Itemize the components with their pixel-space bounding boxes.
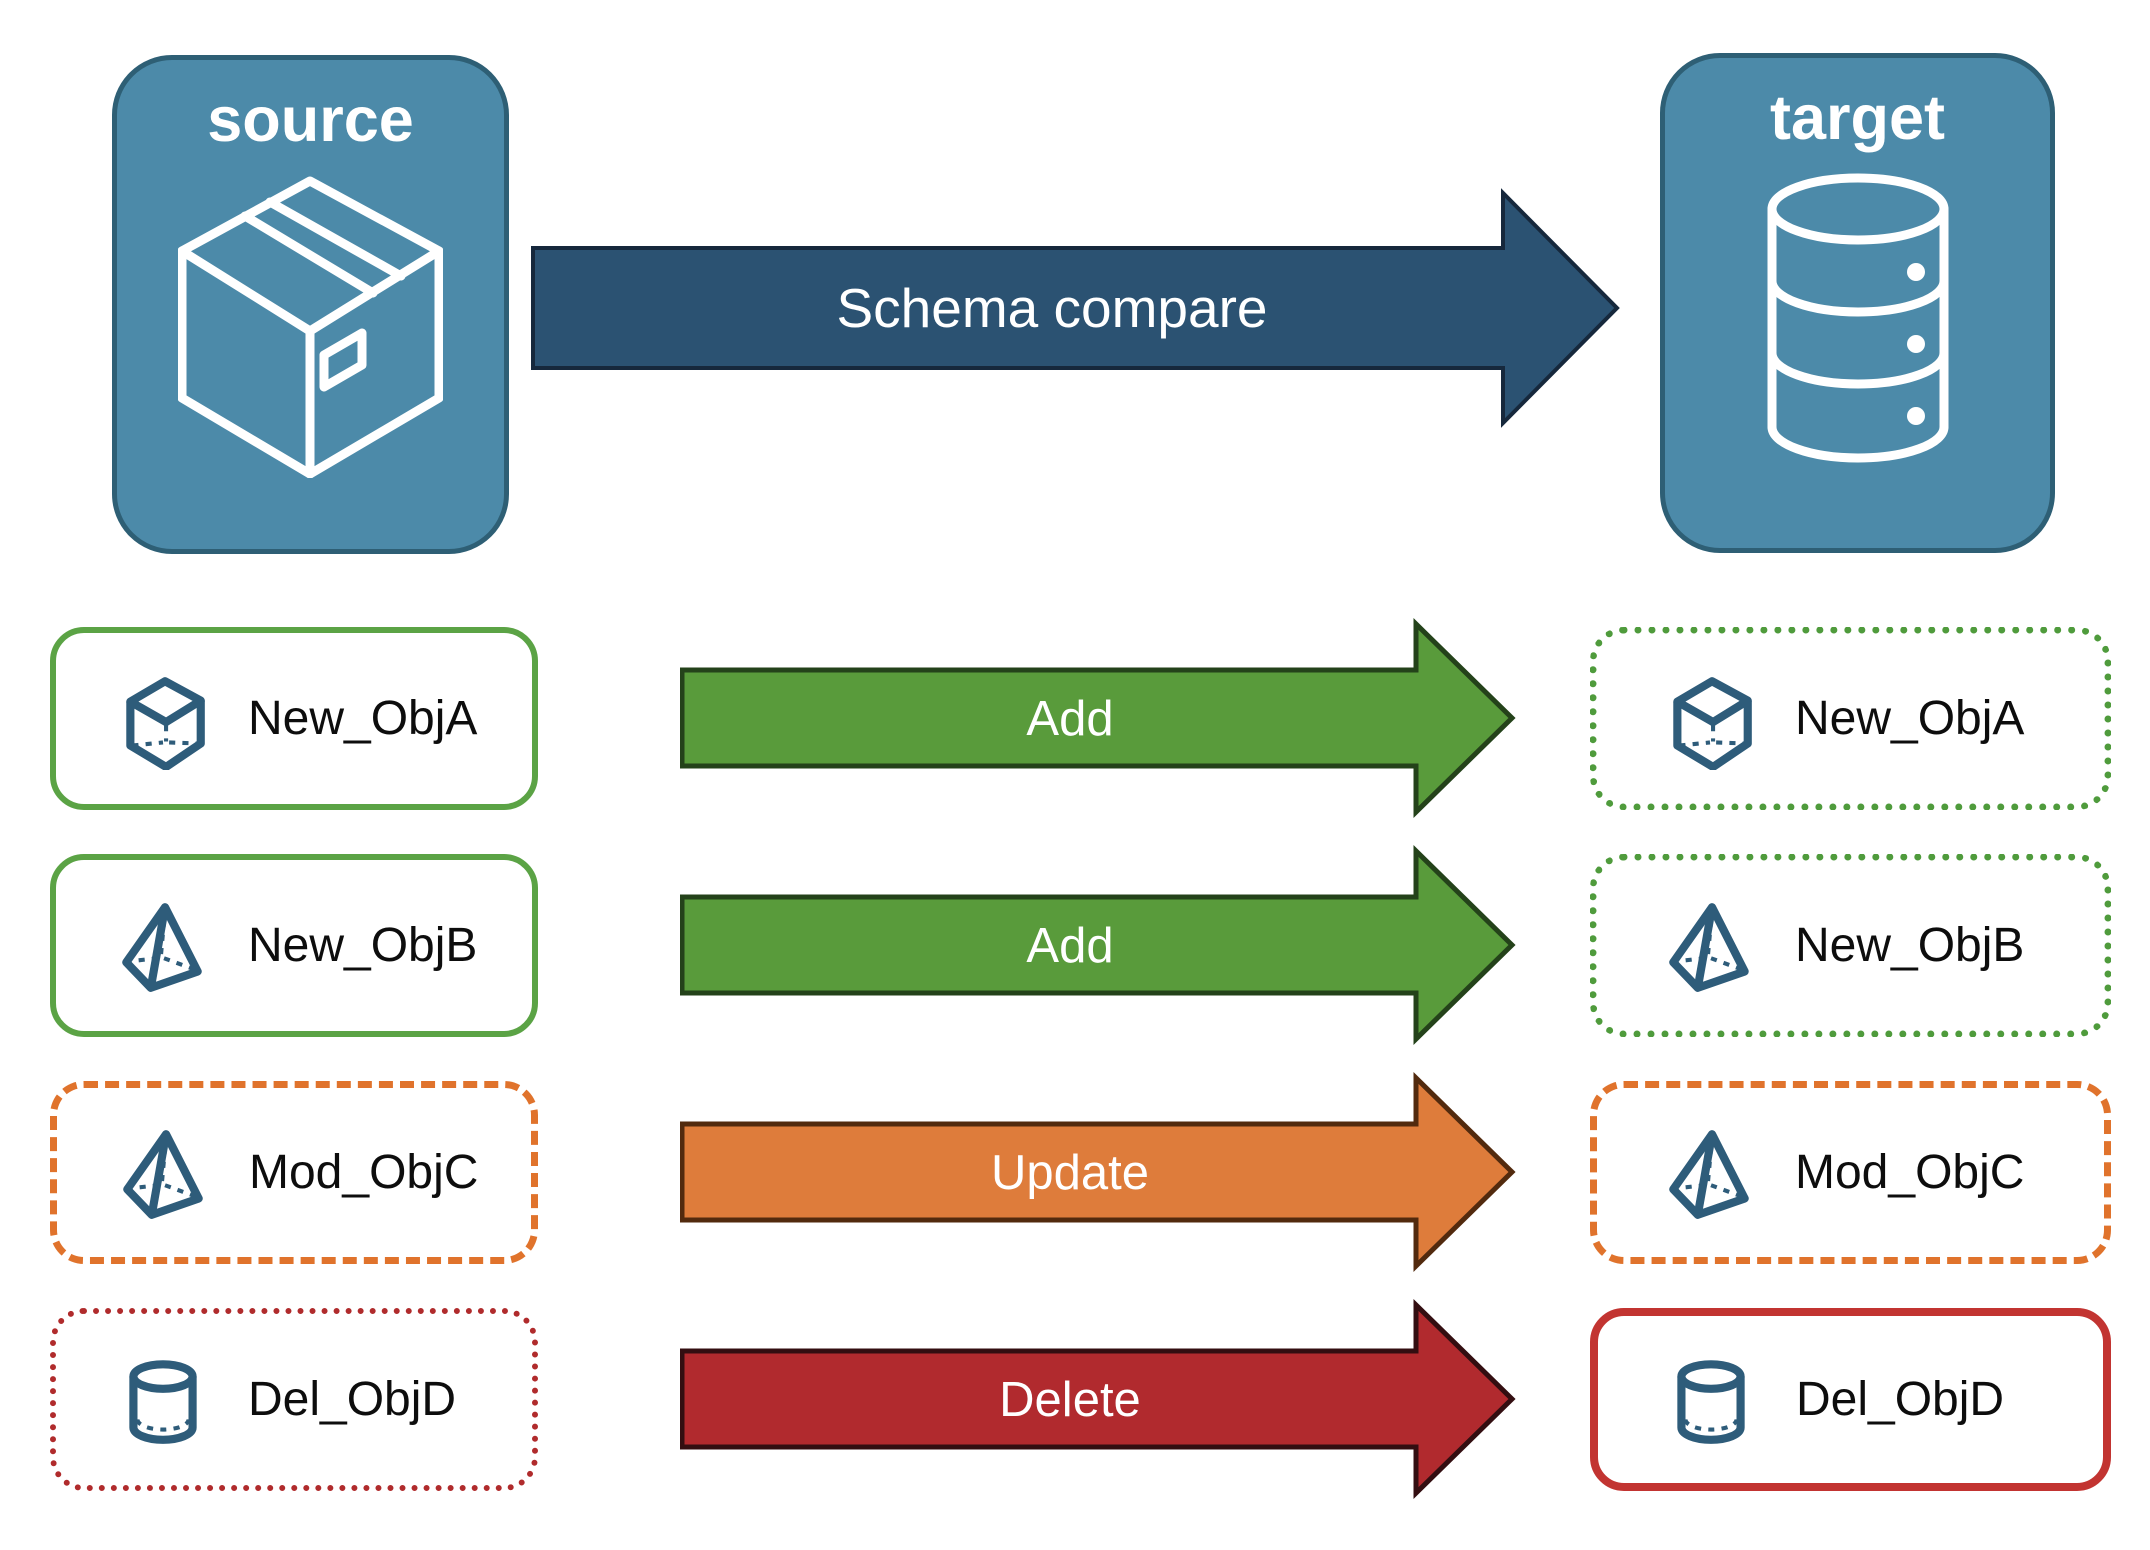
add-arrow: Add [680, 618, 1516, 818]
object-label: New_ObjB [1795, 919, 2025, 972]
database-icon [1767, 173, 1948, 463]
cube-icon [126, 676, 205, 770]
row-new-obja: New_ObjA Add New_ObjA [0, 618, 2150, 818]
row-new-objb: New_ObjB Add New_ObjB [0, 845, 2150, 1045]
row-del-objd: Del_ObjD Delete Del_ObjD [0, 1299, 2150, 1499]
delete-arrow-label: Delete [999, 1373, 1141, 1427]
object-label: Del_ObjD [248, 1373, 457, 1426]
cube-icon [1673, 676, 1752, 770]
source-panel-title: source [207, 85, 414, 155]
object-label: New_ObjB [248, 919, 478, 972]
object-label: Del_ObjD [1796, 1373, 2005, 1426]
target-panel: target [1660, 53, 2055, 553]
object-label: Mod_ObjC [249, 1146, 479, 1199]
update-arrow-label: Update [991, 1146, 1149, 1200]
object-label: New_ObjA [248, 692, 478, 745]
add-arrow-label: Add [1026, 692, 1113, 746]
cylinder-icon [1677, 1359, 1745, 1444]
pyramid-icon [122, 902, 202, 992]
source-object-new-objb: New_ObjB [50, 854, 538, 1037]
source-object-new-obja: New_ObjA [50, 627, 538, 810]
schema-compare-arrow-label: Schema compare [836, 277, 1267, 339]
package-icon [178, 176, 443, 479]
target-object-new-obja: New_ObjA [1590, 627, 2111, 810]
add-arrow: Add [680, 845, 1516, 1045]
schema-compare-arrow: Schema compare [531, 188, 1620, 428]
row-mod-objc: Mod_ObjC Update Mod_ObjC [0, 1072, 2150, 1272]
object-label: Mod_ObjC [1795, 1146, 2025, 1199]
add-arrow-label: Add [1026, 919, 1113, 973]
target-object-mod-objc: Mod_ObjC [1590, 1081, 2111, 1264]
target-object-new-objb: New_ObjB [1590, 854, 2111, 1037]
target-object-del-objd: Del_ObjD [1590, 1308, 2111, 1491]
update-arrow: Update [680, 1072, 1516, 1272]
source-object-del-objd: Del_ObjD [50, 1308, 538, 1491]
pyramid-icon [1669, 1129, 1749, 1219]
pyramid-icon [1669, 902, 1749, 992]
target-panel-title: target [1769, 83, 1946, 153]
delete-arrow: Delete [680, 1299, 1516, 1499]
cylinder-icon [129, 1359, 197, 1444]
source-object-mod-objc: Mod_ObjC [50, 1081, 538, 1264]
source-panel: source [112, 55, 509, 554]
object-label: New_ObjA [1795, 692, 2025, 745]
pyramid-icon [123, 1129, 203, 1219]
